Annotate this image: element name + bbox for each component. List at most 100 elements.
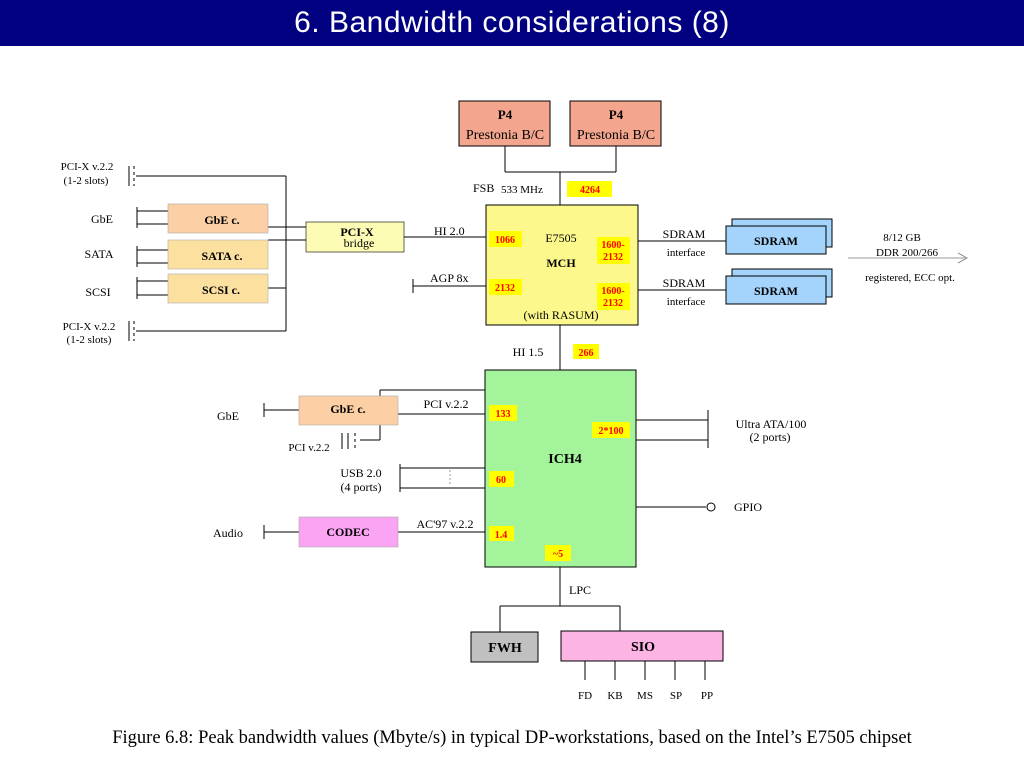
fsb-speed: 533 MHz	[501, 184, 543, 196]
gbe-controller-label: GbE c.	[204, 213, 239, 227]
hi20-label: HI 2.0	[434, 224, 465, 238]
audio-label: Audio	[213, 526, 243, 540]
gpio-pin-icon	[706, 502, 716, 512]
gbe-lower-label: GbE	[217, 409, 239, 423]
mch-type: MCH	[546, 256, 576, 270]
cpu2-label: P4	[609, 107, 624, 122]
badge-usb	[489, 471, 514, 487]
memory-arrow	[848, 252, 968, 264]
gbe-controller-box	[167, 203, 269, 234]
pcix-bridge-sub: bridge	[344, 236, 375, 250]
title-bar	[0, 0, 1024, 46]
sdram2-interface: interface	[667, 296, 706, 308]
badge-mem2	[597, 283, 630, 310]
sio-port-pp: PP	[701, 690, 713, 702]
mem1-bandwidth-l2: 2132	[603, 252, 623, 263]
codec-label: CODEC	[326, 525, 369, 539]
slide-title: 6. Bandwidth considerations (8)	[294, 6, 730, 39]
badge-mem1	[597, 237, 630, 264]
ata-ports: (2 ports)	[750, 430, 791, 444]
usb-label: USB 2.0	[340, 466, 381, 480]
pci-bus-label: PCI v.2.2	[424, 397, 469, 411]
codec-box	[298, 516, 399, 548]
mem2-bandwidth-l1: 1600-	[601, 286, 624, 297]
sdram1-label: SDRAM	[663, 227, 706, 241]
cpu1-model: Prestonia B/C	[466, 128, 544, 143]
usb-bandwidth: 60	[496, 475, 506, 486]
hi15-label: HI 1.5	[513, 345, 544, 359]
hi15-bandwidth: 266	[579, 348, 594, 359]
badge-values: 4264 1066 2132 1600- 2132 1600- 2132 266…	[495, 185, 625, 560]
ac97-bandwidth: 1.4	[495, 530, 508, 541]
figure-caption: Figure 6.8: Peak bandwidth values (Mbyte…	[112, 728, 912, 748]
fwh-label: FWH	[488, 641, 522, 656]
sio-port-fd: FD	[578, 690, 592, 702]
cpu-box-2	[569, 100, 662, 147]
lpc-label: LPC	[569, 583, 591, 597]
agp-bandwidth: 2132	[495, 283, 515, 294]
mch-note: (with RASUM)	[523, 308, 598, 322]
gbe-controller-lower-box	[298, 395, 399, 426]
scsi-label: SCSI	[85, 285, 110, 299]
sdram1-interface: interface	[667, 247, 706, 259]
badge-hi15	[573, 344, 599, 359]
pcix-bottom-label: PCI-X v.2.2	[63, 321, 116, 333]
badge-hi20	[489, 231, 522, 247]
pci-bandwidth: 133	[496, 409, 511, 420]
badge-lpc	[545, 545, 571, 561]
mem1-bandwidth-l1: 1600-	[601, 240, 624, 251]
badge-fsb	[567, 181, 612, 197]
usb-ports: (4 ports)	[341, 480, 382, 494]
fsb-bandwidth: 4264	[580, 185, 600, 196]
memory-note: registered, ECC opt.	[865, 272, 955, 284]
sdram-box-1	[725, 225, 827, 255]
scsi-controller-label: SCSI c.	[202, 283, 240, 297]
bandwidth-badges	[489, 181, 630, 561]
fsb-label: FSB	[473, 181, 494, 195]
ata-label: Ultra ATA/100	[736, 417, 807, 431]
badge-pci	[489, 405, 517, 421]
cpu1-label: P4	[498, 107, 513, 122]
mem2-bandwidth-l2: 2132	[603, 298, 623, 309]
sata-label: SATA	[84, 247, 113, 261]
connection-lines	[136, 146, 726, 680]
sio-box	[560, 630, 724, 662]
sio-port-ms: MS	[637, 690, 653, 702]
sdram-box-2	[725, 275, 827, 305]
pcix-bridge-title: PCI-X	[340, 225, 374, 239]
memory-size: 8/12 GB	[883, 232, 921, 244]
pcix-top-label: PCI-X v.2.2	[61, 161, 114, 173]
sdram1-box-label: SDRAM	[754, 234, 798, 248]
badge-ac97	[489, 526, 514, 541]
badge-agp	[489, 279, 522, 295]
cpu-box-1	[458, 100, 551, 147]
sdram2-label: SDRAM	[663, 276, 706, 290]
lpc-bandwidth: ~5	[553, 549, 563, 560]
pcix-bottom-slots: (1-2 slots)	[67, 334, 112, 346]
fwh-box	[470, 631, 539, 663]
sio-port-kb: KB	[607, 690, 622, 702]
badge-ata	[592, 422, 630, 438]
agp-label: AGP 8x	[430, 271, 469, 285]
gbe-controller-lower-label: GbE c.	[330, 402, 365, 416]
gpio-label: GPIO	[734, 500, 762, 514]
sio-port-sp: SP	[670, 690, 682, 702]
sata-controller-label: SATA c.	[202, 249, 243, 263]
memory-type: DDR 200/266	[876, 247, 939, 259]
mch-name: E7505	[545, 231, 576, 245]
cpu2-model: Prestonia B/C	[577, 128, 655, 143]
sio-label: SIO	[631, 640, 655, 655]
ich4-label: ICH4	[548, 452, 581, 467]
sdram2-box-label: SDRAM	[754, 284, 798, 298]
pci-x-slot-connectors	[128, 166, 451, 486]
pcix-bridge-box	[305, 221, 405, 253]
sata-controller-box	[167, 239, 269, 270]
hi20-bandwidth: 1066	[495, 235, 515, 246]
gbe-label: GbE	[91, 212, 113, 226]
scsi-controller-box	[167, 273, 269, 304]
pci-slot-label: PCI v.2.2	[288, 442, 329, 454]
ata-bandwidth: 2*100	[599, 426, 624, 437]
pcix-top-slots: (1-2 slots)	[64, 175, 109, 187]
ac97-label: AC'97 v.2.2	[416, 517, 473, 531]
